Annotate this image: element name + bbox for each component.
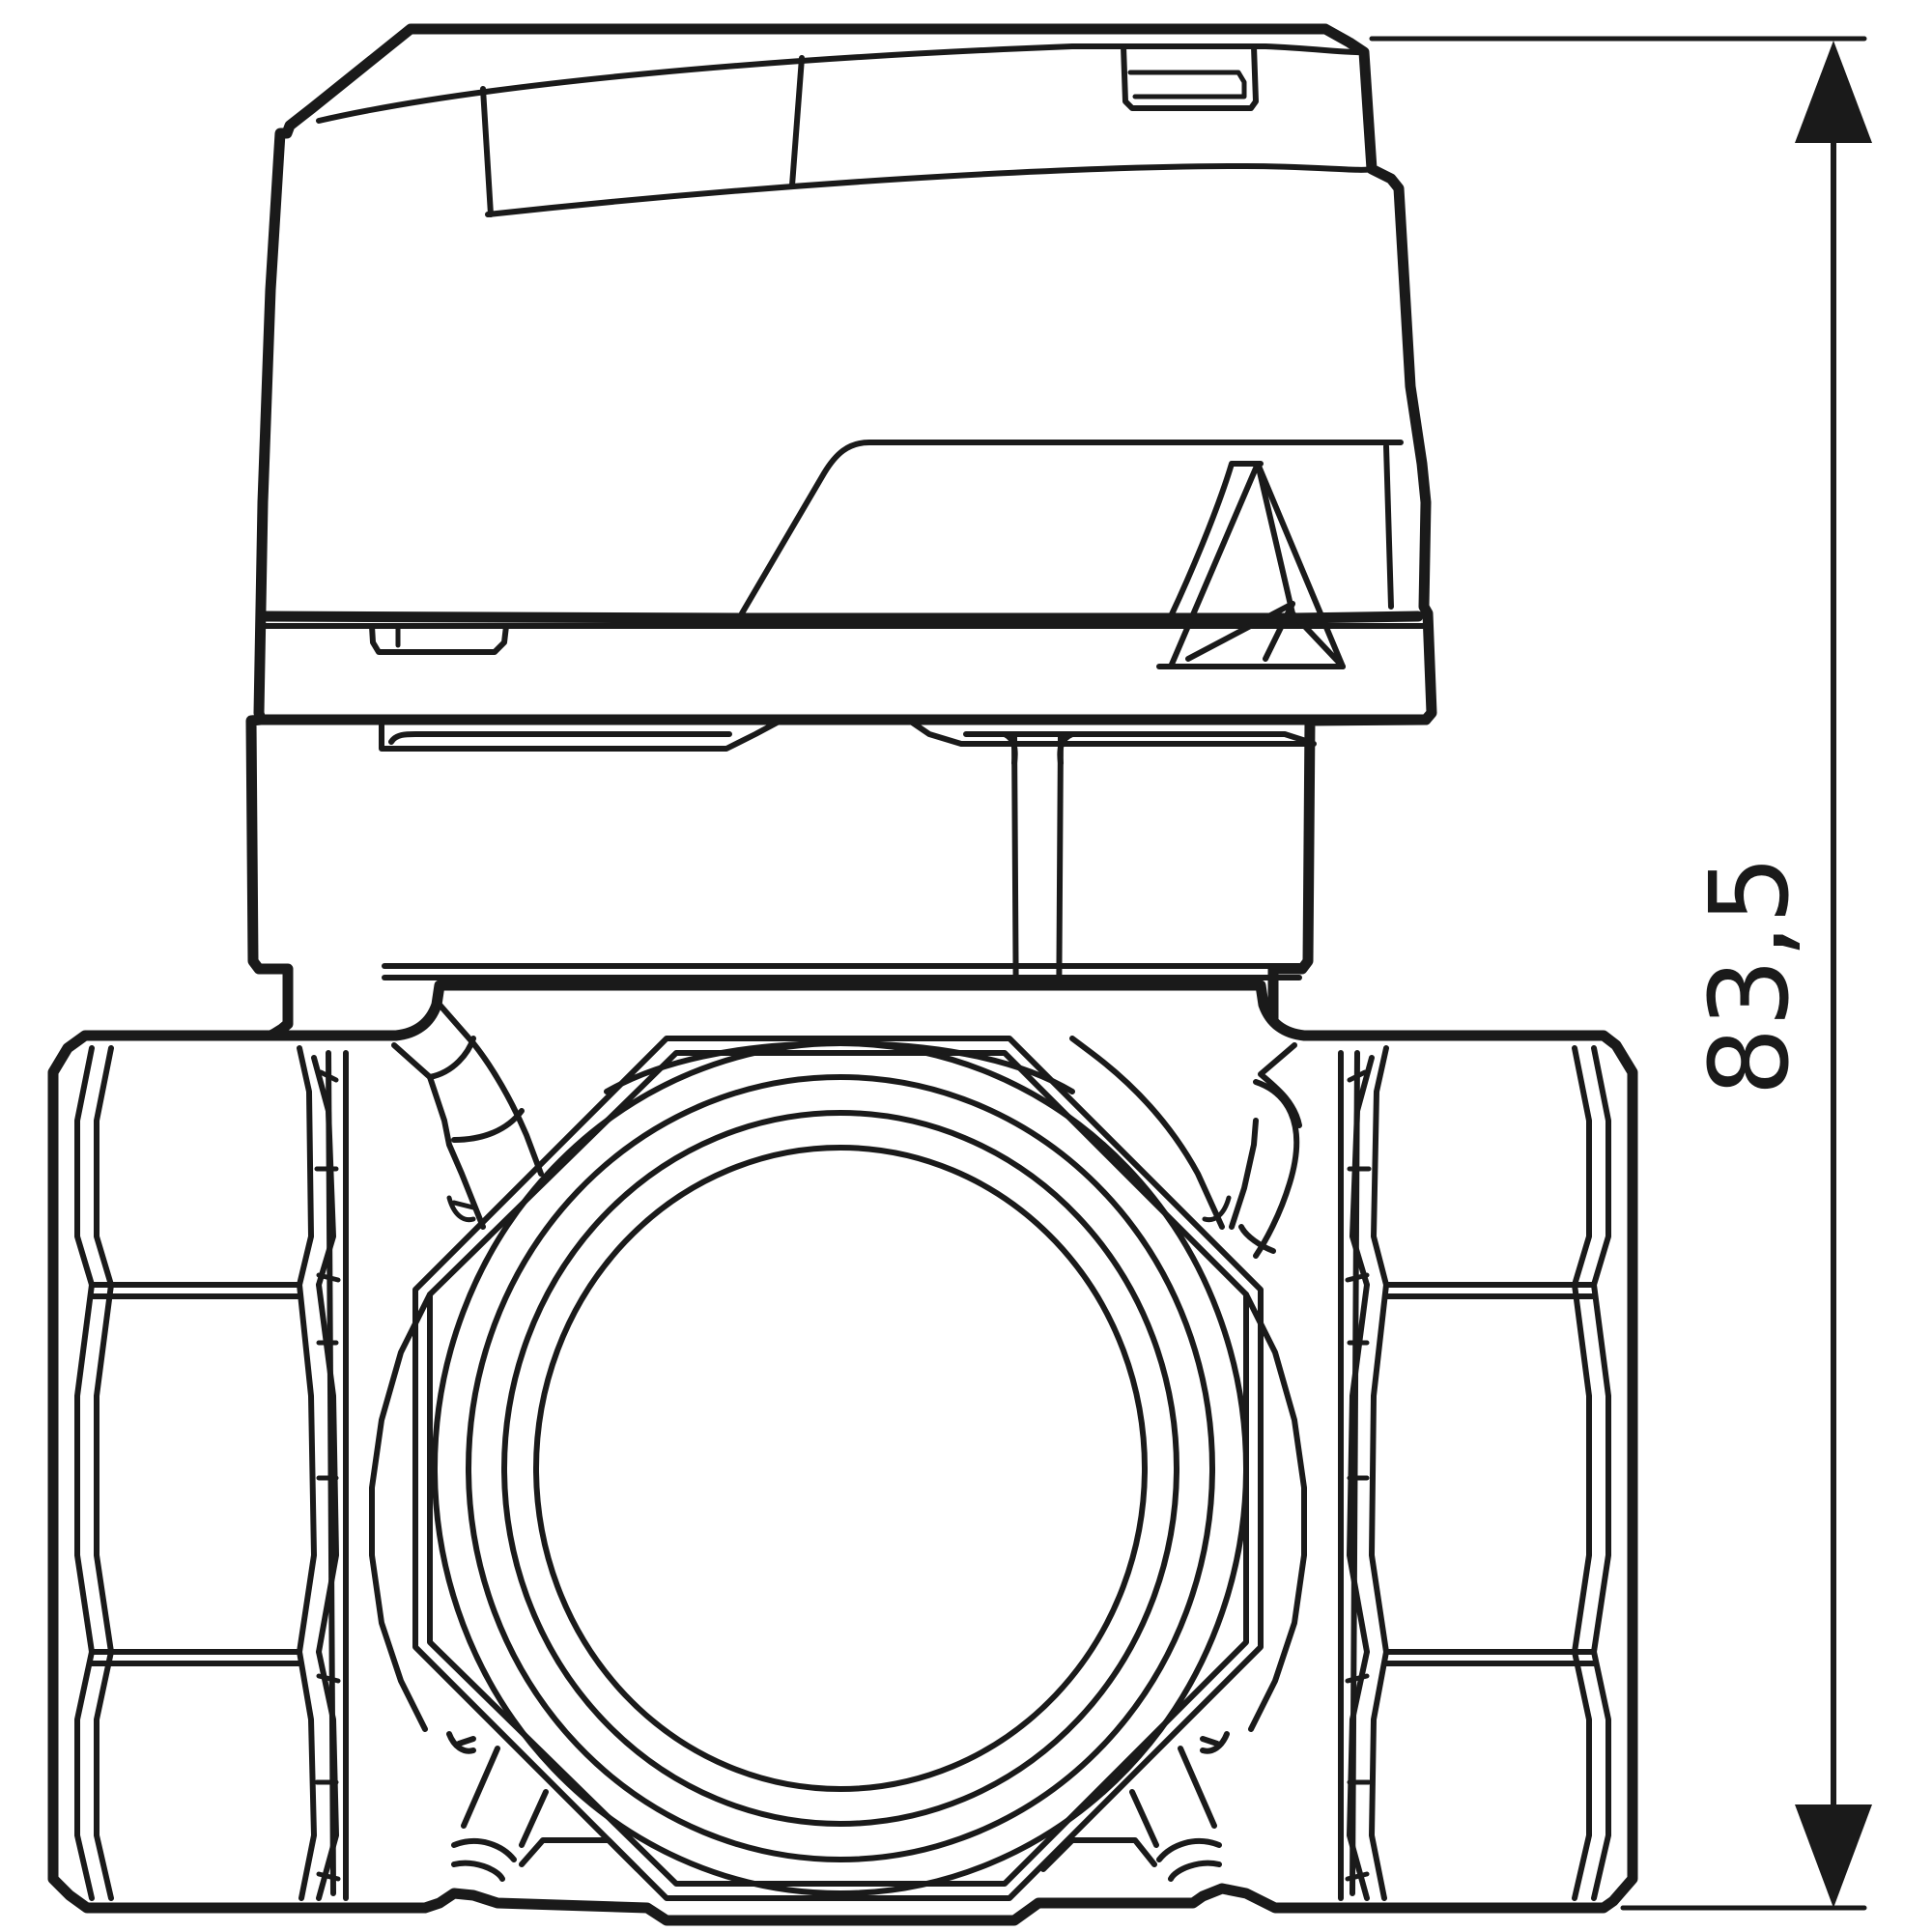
adapter-neck — [379, 717, 1317, 1041]
valve-body — [47, 980, 1638, 1926]
valve-body-outline — [47, 980, 1638, 1926]
dimension-arrow-bottom — [1795, 1804, 1872, 1908]
left-hex-nut — [74, 1045, 349, 1901]
port-ring-2 — [466, 1074, 1215, 1862]
cover-seam-left — [480, 86, 494, 217]
top-window-inner — [1127, 70, 1247, 99]
housing-seam — [257, 611, 1424, 624]
position-indicator — [1156, 461, 1346, 669]
center-octagon-flange — [412, 1036, 1264, 1901]
actuator-body-outline — [245, 23, 1437, 1042]
lower-boss-left — [446, 1731, 476, 1754]
top-cover-line — [316, 43, 1367, 124]
center-octagon-flange-inner — [427, 1050, 1249, 1887]
dimension-arrow-top — [1795, 41, 1872, 143]
flange-outer-curve — [369, 1292, 433, 1732]
actuator-housing — [245, 23, 1437, 1042]
neck-top-band — [379, 717, 785, 752]
port-ring-3 — [501, 1110, 1179, 1827]
height-dimension: 83,5 — [1369, 36, 1872, 1911]
port-bore — [533, 1145, 1148, 1792]
top-cover-lower-line — [485, 163, 1375, 217]
dimension-value-label: 83,5 — [1688, 855, 1813, 1095]
housing-step — [739, 440, 1404, 616]
cover-seam-mid — [789, 55, 805, 188]
body-shoulder-left — [437, 1002, 544, 1177]
left-latch — [369, 623, 509, 655]
housing-step-side — [1383, 443, 1394, 610]
top-window — [1121, 43, 1259, 111]
right-hex-nut — [1338, 1045, 1611, 1901]
